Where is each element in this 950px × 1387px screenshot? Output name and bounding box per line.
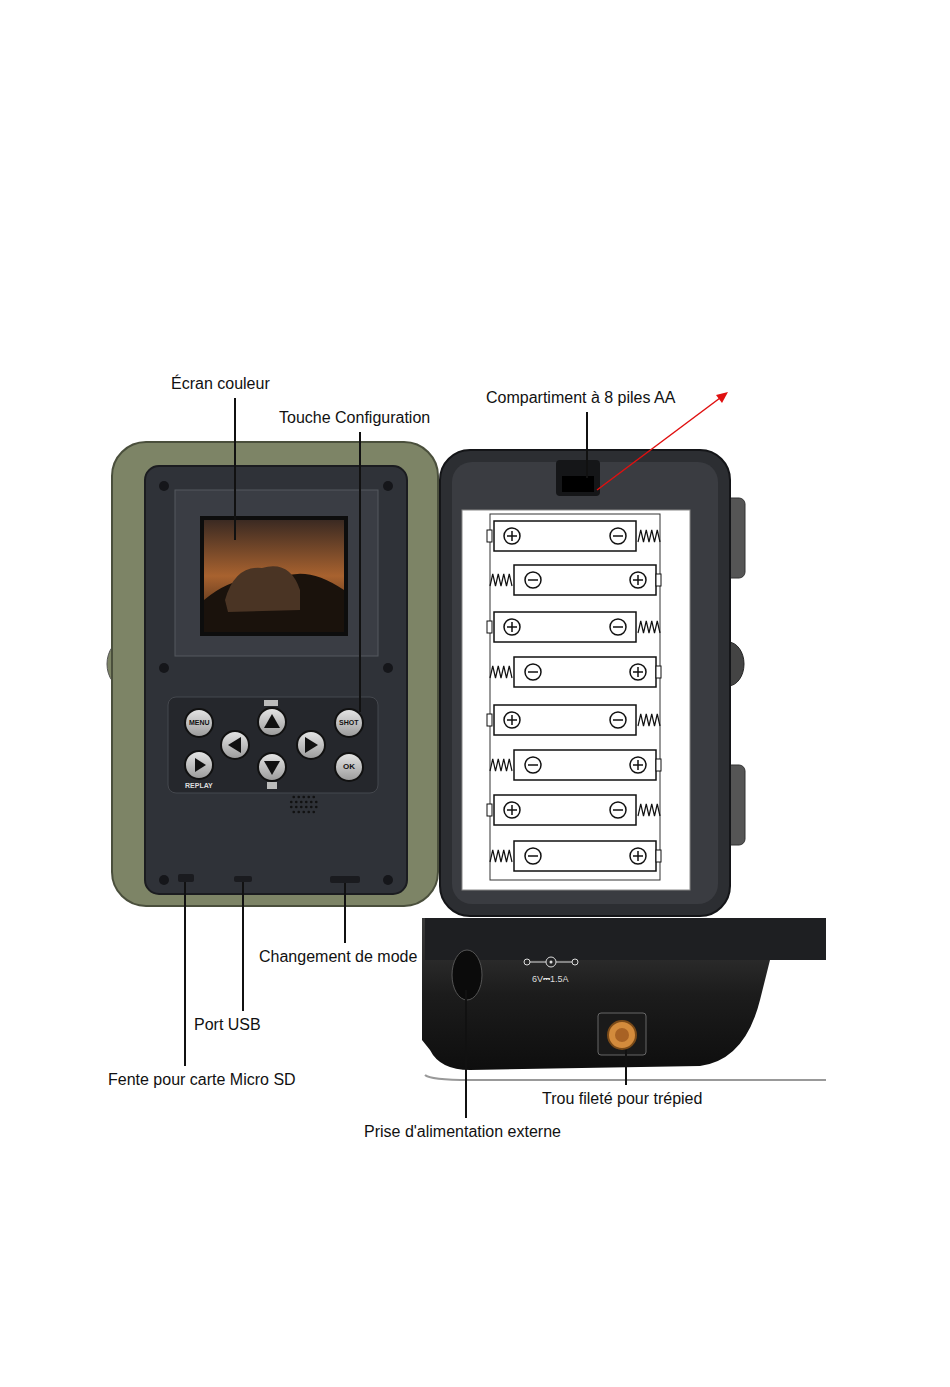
battery-symbol <box>490 657 661 687</box>
button-label: OK <box>343 762 355 772</box>
button-label: REPLAY <box>185 782 213 790</box>
rating-label: 6V⎓1.5A <box>532 974 569 985</box>
buttons <box>185 708 363 781</box>
battery-symbol <box>487 705 660 735</box>
part-label: Fente pour carte Micro SD <box>107 1070 297 1089</box>
part-label: Prise d'alimentation externe <box>363 1122 562 1141</box>
battery-symbol <box>490 750 661 780</box>
part-label: Touche Configuration <box>278 408 431 427</box>
button-label: SHOT <box>339 719 358 727</box>
underside-photo <box>422 918 826 1082</box>
leader-lines <box>185 398 626 1118</box>
battery-door <box>440 450 745 916</box>
battery-symbol <box>487 612 660 642</box>
camera-body <box>107 442 438 906</box>
button-label: MENU <box>189 719 210 727</box>
part-label: Port USB <box>193 1015 262 1034</box>
battery-symbol <box>490 565 661 595</box>
battery-symbol <box>487 521 660 551</box>
part-label: Changement de mode <box>258 947 418 966</box>
part-label: Trou fileté pour trépied <box>541 1089 703 1108</box>
part-label: Compartiment à 8 piles AA <box>485 388 676 407</box>
part-label: Écran couleur <box>170 374 271 393</box>
bottom-slots <box>178 874 360 883</box>
speaker <box>290 796 318 814</box>
battery-symbol <box>487 795 660 825</box>
battery-symbol <box>490 841 661 871</box>
